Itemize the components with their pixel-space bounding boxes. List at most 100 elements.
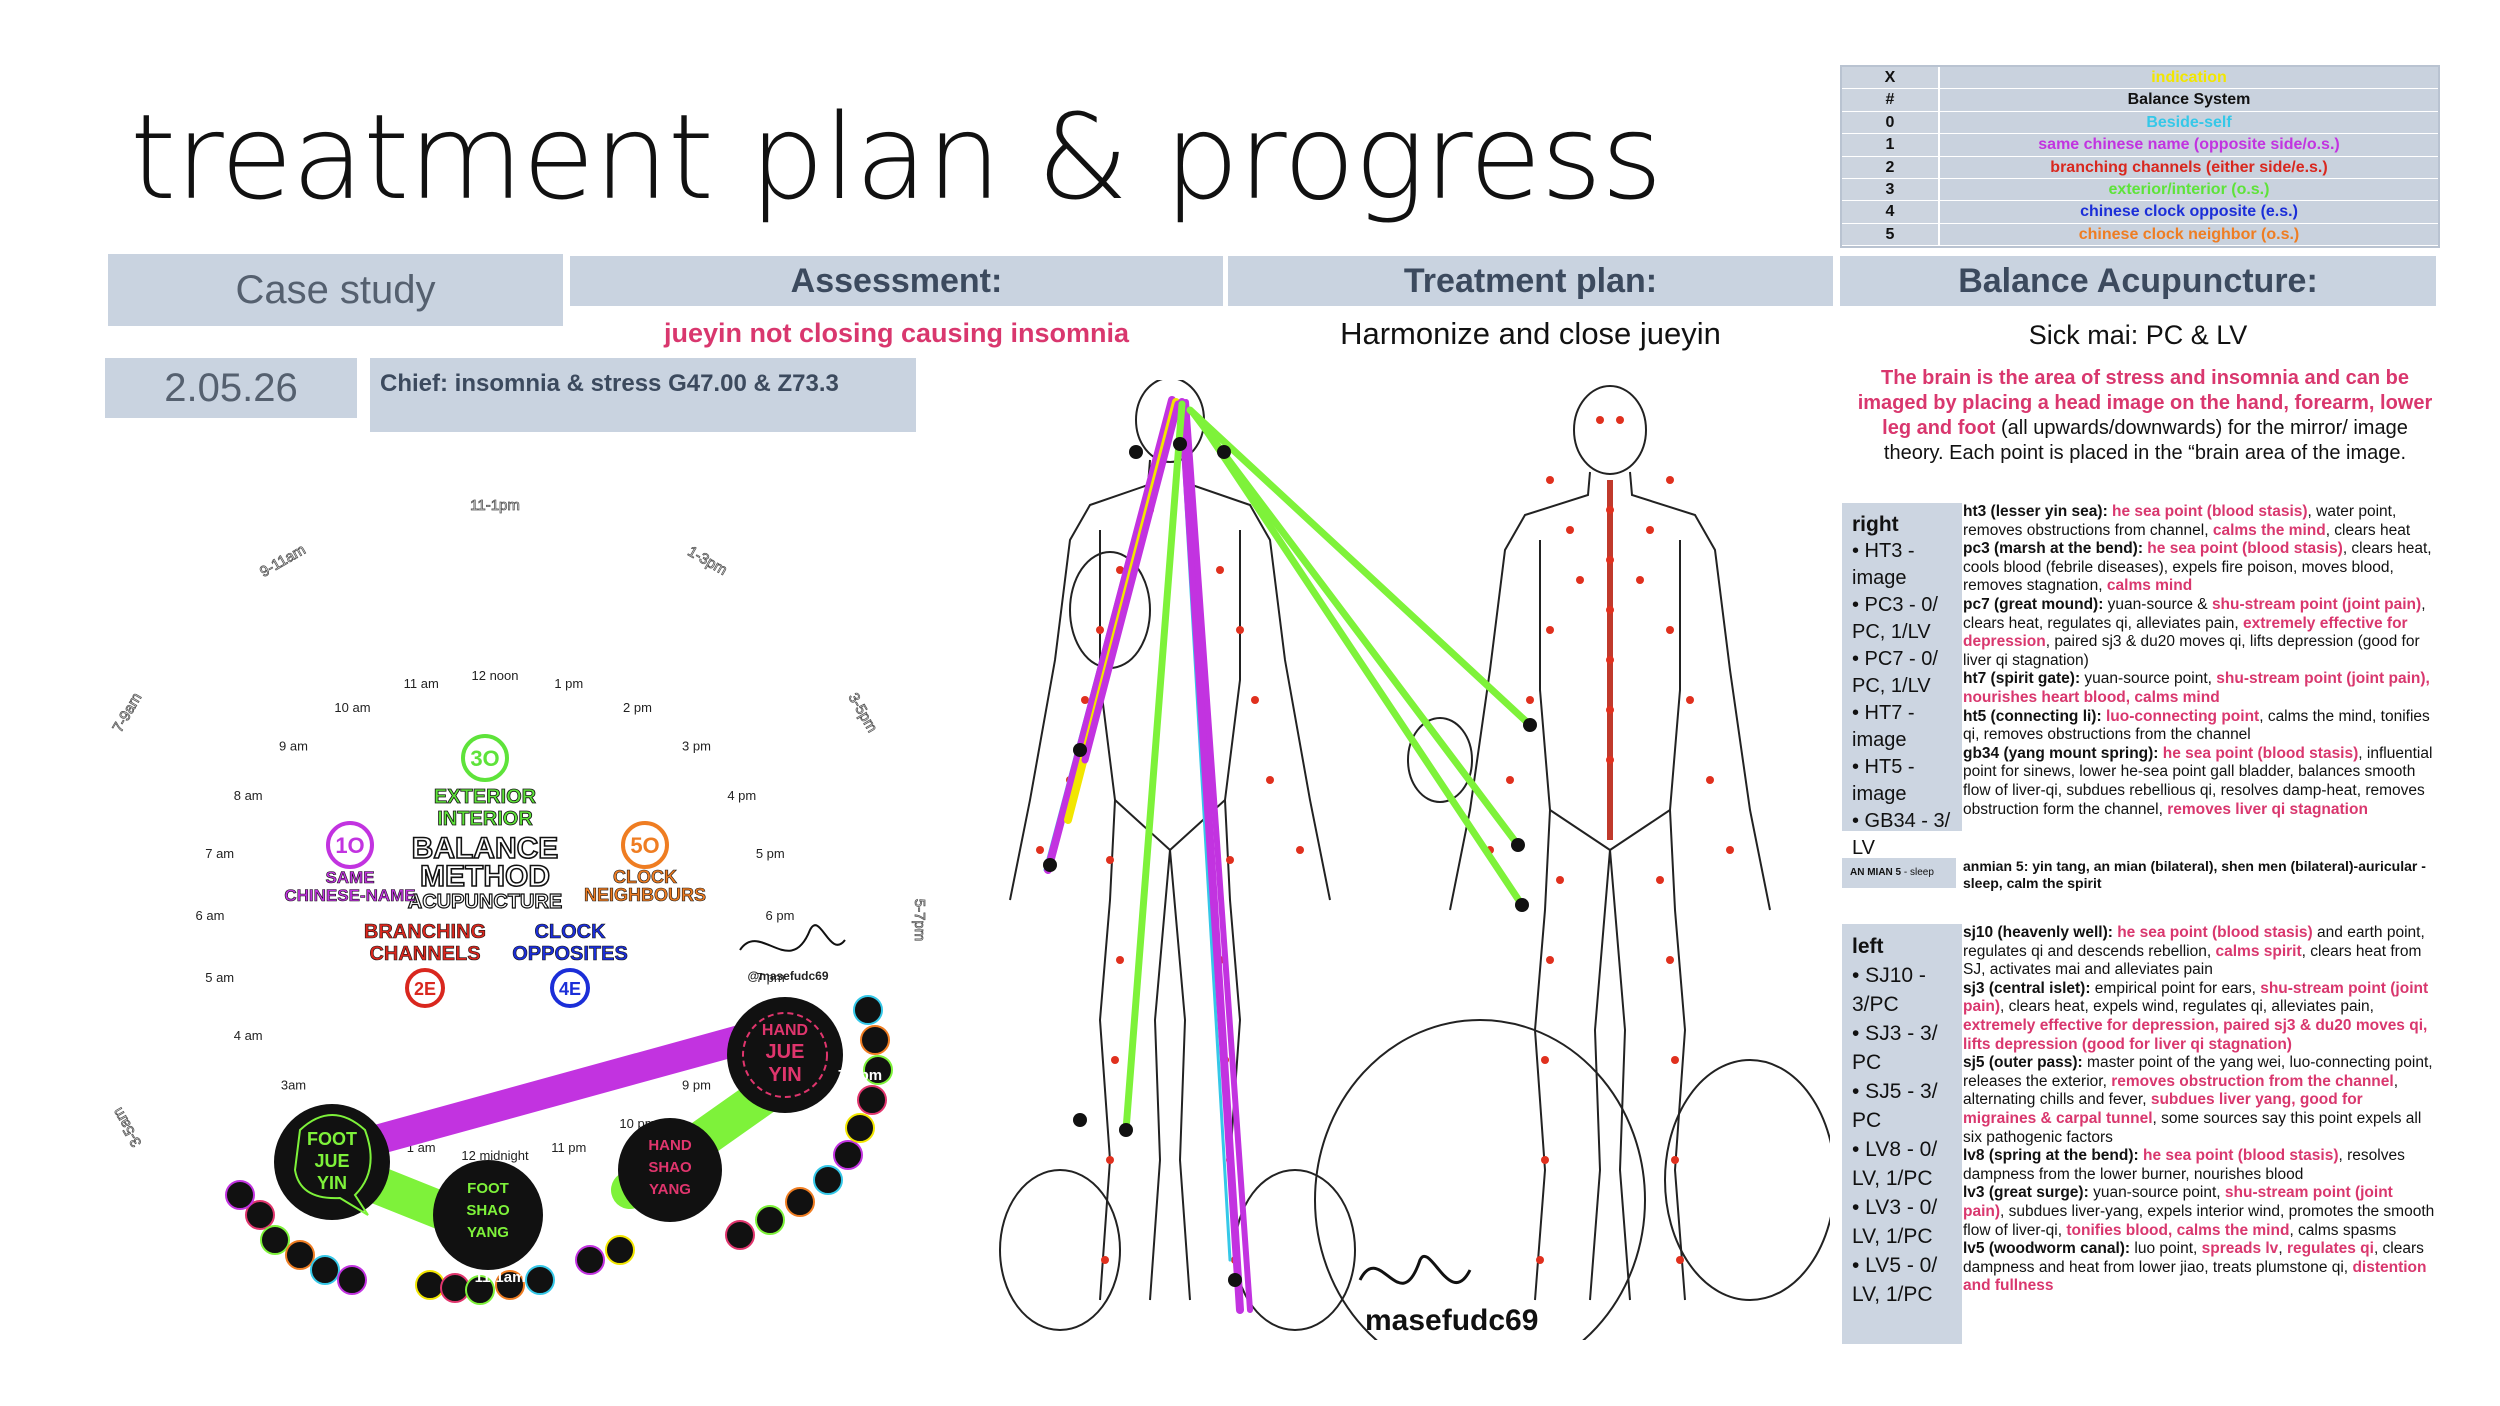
time-tag-7-9pm: 7-9pm <box>838 1067 882 1084</box>
point-text: he sea point (blood stasis) <box>2143 540 2343 558</box>
case-study-header: Case study <box>108 254 563 326</box>
left-points-description: sj10 (heavenly well): he sea point (bloo… <box>1963 924 2435 1296</box>
point-name: sj3 (central islet): <box>1963 979 2091 997</box>
point-text: yuan-source & <box>2103 595 2212 613</box>
legend-row: #Balance System <box>1842 89 2438 112</box>
foot-jue-yin-node <box>274 1104 390 1220</box>
acupoint-dot <box>1226 856 1234 864</box>
acupoint-dot <box>1666 956 1674 964</box>
acupoint-dot <box>1706 776 1714 784</box>
point-list-item: • SJ3 - 3/ PC <box>1852 1022 1938 1074</box>
acupoint-dot <box>1541 1156 1549 1164</box>
clock-time-label: 12 noon <box>472 668 519 683</box>
anmian-text: anmian 5: yin tang, an mian (bilateral),… <box>1963 858 2426 891</box>
point-text: calms mind <box>2106 577 2193 595</box>
small-channel-circles <box>225 995 893 1305</box>
head-images <box>999 551 1830 1340</box>
point-text: , clears heat, regulates qi, alleviates … <box>1963 595 2426 632</box>
acupoint-dot <box>1606 656 1614 664</box>
acupoint-dot <box>1556 876 1564 884</box>
point-text: , clears heat <box>2325 521 2411 539</box>
channel-mini-circle <box>860 1025 890 1055</box>
point-text: calms spirit <box>2215 942 2302 960</box>
point-text: calms the mind <box>2212 521 2326 539</box>
channel-mini-circle <box>260 1225 290 1255</box>
acupoint-dot <box>1576 576 1584 584</box>
channel-mini-circle <box>813 1165 843 1195</box>
point-list-item: • LV3 - 0/ LV, 1/PC <box>1852 1196 1938 1248</box>
clock-time-label: 6 am <box>196 908 225 923</box>
clock-period-label: 9-11am <box>257 541 309 581</box>
point-description: sj3 (central islet): empirical point for… <box>1963 980 2435 1054</box>
badge-3o: 3O <box>470 746 499 771</box>
chief-complaint: Chief: insomnia & stress G47.00 & Z73.3 <box>370 358 916 432</box>
point-text: luo-connecting point <box>2101 707 2260 725</box>
point-list-item: • GB34 - 3/ LV <box>1852 810 1951 859</box>
point-text: , calms spasms <box>2289 1221 2397 1239</box>
foot-label: FOOT <box>307 1129 357 1149</box>
clock-period-label: 11-1pm <box>470 497 520 514</box>
point-text: luo point, <box>2130 1240 2202 1258</box>
acupoint-dot <box>1606 506 1614 514</box>
hand-shao-label: SHAO <box>648 1159 692 1176</box>
legend-label: Balance System <box>1938 89 2438 111</box>
point-list-item: • HT5 - image <box>1852 756 1915 805</box>
acupoint-dot <box>1596 416 1604 424</box>
foot-jue-label: JUE <box>314 1151 349 1171</box>
point-text: yuan-source point, <box>2080 670 2217 688</box>
acupoint-dot <box>1671 1056 1679 1064</box>
clock-time-label: 2 pm <box>623 700 652 715</box>
anmian-tag-label: AN MIAN 5 <box>1850 867 1902 878</box>
yang-label: YANG <box>467 1224 509 1241</box>
acupoint-dot <box>1606 556 1614 564</box>
legend-label: chinese clock neighbor (o.s.) <box>1938 223 2438 246</box>
clock-period-label: 5-7pm <box>911 899 928 942</box>
foot-sy-label: FOOT <box>467 1180 509 1197</box>
legend-key: X <box>1842 67 1938 89</box>
point-text: , resolves dampness from the lower burne… <box>1963 1147 2405 1183</box>
yin-label: YIN <box>768 1064 801 1086</box>
acupoint-dot <box>1616 416 1624 424</box>
legend-key: 2 <box>1842 156 1938 178</box>
point-text: , calms the mind, tonifies qi, removes o… <box>1963 707 2430 744</box>
point-text: extremely effective for depression <box>1963 614 2408 651</box>
point-text: subdues liver yang, good for migraines &… <box>1963 1091 2363 1127</box>
point-text: , subdues liver-yang, expels interior wi… <box>1963 1202 2435 1239</box>
channel-mini-circle <box>285 1240 315 1270</box>
channel-mini-circle <box>495 1270 525 1300</box>
brain-note-rest: (all upwards/downwards) for the mirror/ … <box>1883 417 2408 464</box>
handle-text: @masefudc69 <box>747 969 828 983</box>
point-name: gb34 (yang mount spring): <box>1963 744 2159 762</box>
neighbours-label: NEIGHBOURS <box>584 885 706 905</box>
clock-opp-label: CLOCK <box>534 921 606 943</box>
channel-mini-circle <box>755 1205 785 1235</box>
point-text: empirical point for ears, <box>2090 979 2261 997</box>
brain-note-highlight: The brain is the area of stress and inso… <box>1857 367 2433 439</box>
acupoint-dot <box>1686 696 1694 704</box>
legend-label: branching channels (either side/e.s.) <box>1938 156 2438 178</box>
left-points-box: left • SJ10 - 3/PC• SJ3 - 3/ PC• SJ5 - 3… <box>1842 924 1962 1344</box>
acupoint-dot <box>1116 956 1124 964</box>
channel-mini-circle <box>863 1055 893 1085</box>
legend-label: same chinese name (opposite side/o.s.) <box>1938 134 2438 156</box>
point-text: he sea point (blood stasis) <box>2107 503 2308 520</box>
channel-mini-circle <box>245 1200 275 1230</box>
legend-key: 5 <box>1842 223 1938 246</box>
balance-acupuncture-header: Balance Acupuncture: <box>1840 256 2436 306</box>
point-text: yuan-source point, <box>2088 1184 2225 1202</box>
acupoint-dot <box>1251 696 1259 704</box>
acupoint-dot <box>1216 566 1224 574</box>
point-name: lv3 (great surge): <box>1963 1184 2089 1202</box>
point-text: shu-stream point (joint pain) <box>1963 979 2429 1016</box>
hand-sy-label: HAND <box>648 1137 691 1154</box>
left-heading: left <box>1852 935 1884 958</box>
point-description: lv5 (woodworm canal): luo point, spreads… <box>1963 1240 2435 1296</box>
legend-label: Beside-self <box>1938 111 2438 134</box>
foot-yin-label: YIN <box>317 1173 347 1193</box>
acupoint-dot <box>1676 1256 1684 1264</box>
clock-time-label: 9 am <box>279 738 308 753</box>
back-body-outline <box>1449 385 1771 1301</box>
